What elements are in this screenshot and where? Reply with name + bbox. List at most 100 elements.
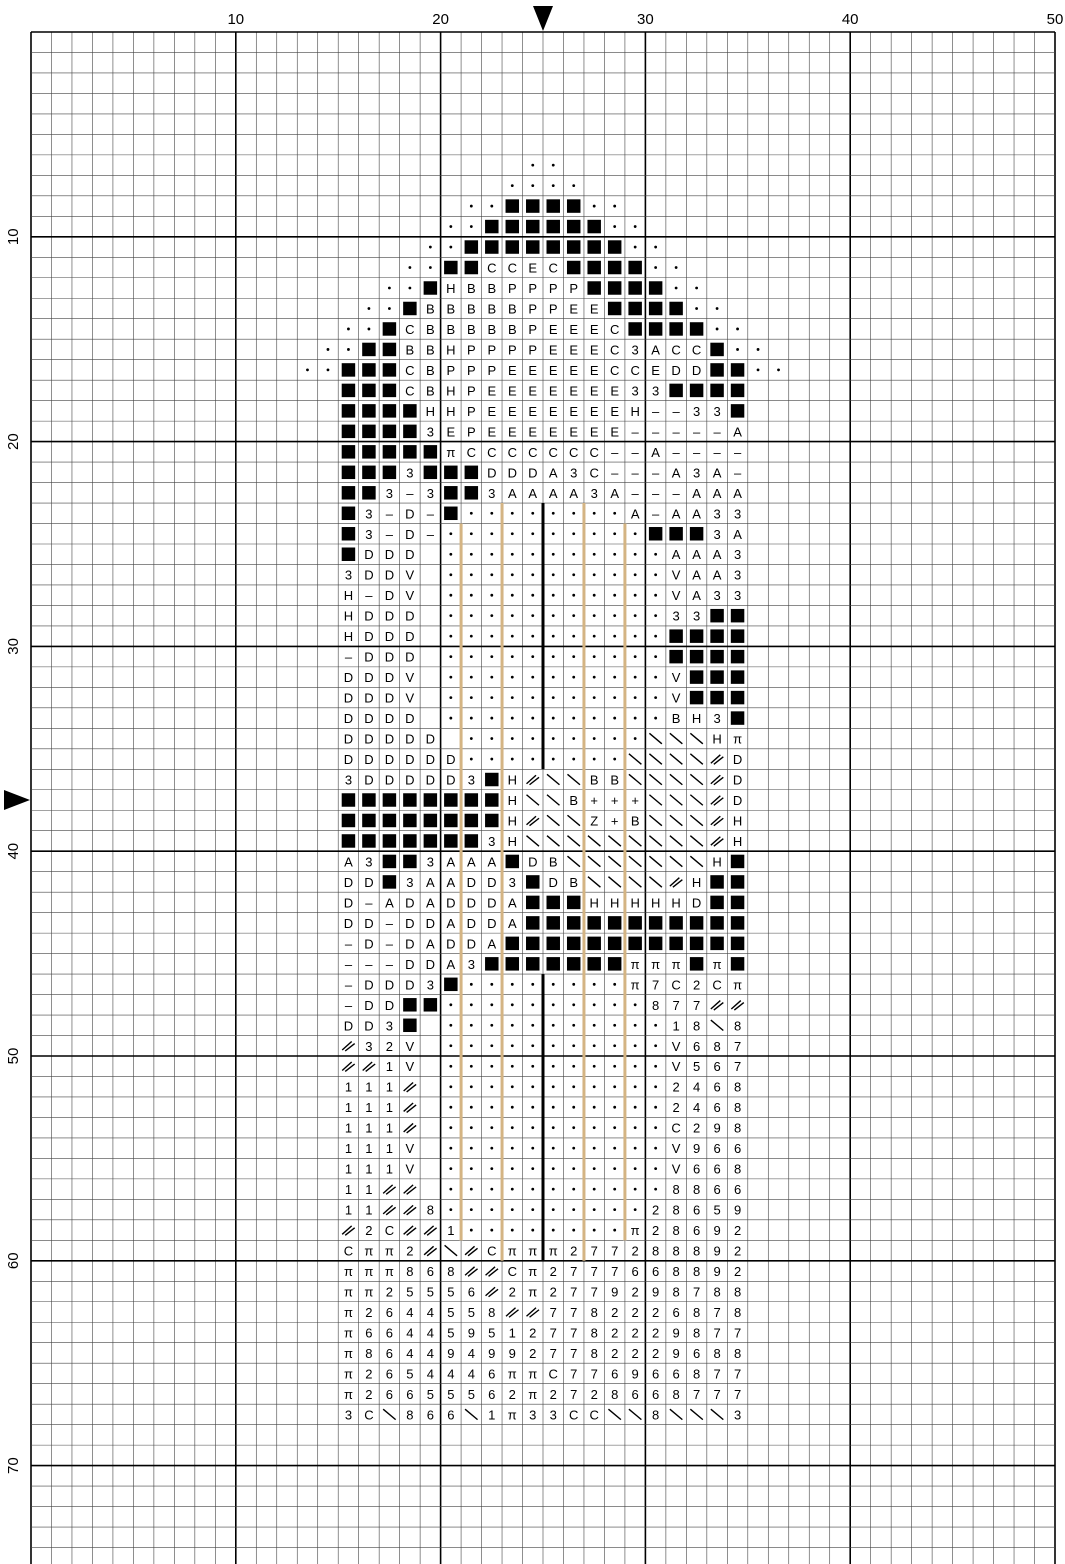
stitch-dot xyxy=(531,1167,534,1170)
stitch-symbol: E xyxy=(569,363,578,378)
stitch-symbol: V xyxy=(672,1141,681,1156)
stitch-symbol: – xyxy=(673,486,681,501)
stitch-symbol: A xyxy=(733,424,742,439)
stitch-dot xyxy=(490,737,493,740)
stitch-symbol: D xyxy=(405,752,414,767)
stitch-symbol: π xyxy=(364,1244,373,1259)
stitch-symbol: 3 xyxy=(529,1407,536,1422)
stitch-dot xyxy=(654,1065,657,1068)
stitch-symbol: – xyxy=(652,424,660,439)
stitch-symbol: 9 xyxy=(632,1366,639,1381)
stitch-symbol: 6 xyxy=(652,1366,659,1381)
stitch-symbol: H xyxy=(344,629,353,644)
stitch-dot xyxy=(552,614,555,617)
stitch-symbol: E xyxy=(651,363,660,378)
stitch-symbol: D xyxy=(385,773,394,788)
stitch-symbol: C xyxy=(692,342,701,357)
stitch-dot xyxy=(552,717,555,720)
stitch-symbol: 4 xyxy=(406,1346,413,1361)
stitch-fill xyxy=(731,855,744,868)
stitch-symbol: A xyxy=(549,465,558,480)
stitch-symbol: C xyxy=(364,1407,373,1422)
stitch-symbol: 2 xyxy=(734,1264,741,1279)
stitch-symbol: 3 xyxy=(365,854,372,869)
stitch-symbol: Z xyxy=(590,813,598,828)
stitch-symbol: 7 xyxy=(734,1325,741,1340)
stitch-double-slash xyxy=(734,1003,743,1010)
stitch-symbol: 6 xyxy=(713,1141,720,1156)
stitch-backslash xyxy=(670,856,682,866)
stitch-symbol: 6 xyxy=(386,1346,393,1361)
stitch-symbol: D xyxy=(487,916,496,931)
stitch-dot xyxy=(613,553,616,556)
stitch-dot xyxy=(490,717,493,720)
stitch-symbol: 7 xyxy=(611,1264,618,1279)
stitch-dot xyxy=(531,1106,534,1109)
stitch-fill xyxy=(587,220,600,233)
stitch-symbol: π xyxy=(651,957,660,972)
stitch-symbol: 1 xyxy=(345,1141,352,1156)
stitch-fill xyxy=(424,281,437,294)
stitch-symbol: B xyxy=(610,773,619,788)
stitch-symbol: A xyxy=(733,527,742,542)
stitch-symbol: C xyxy=(385,1223,394,1238)
stitch-symbol: π xyxy=(508,1244,517,1259)
row-label: 70 xyxy=(5,1457,22,1474)
stitch-dot xyxy=(490,1106,493,1109)
stitch-backslash xyxy=(527,795,539,805)
stitch-symbol: 1 xyxy=(345,1182,352,1197)
stitch-symbol: 2 xyxy=(550,1264,557,1279)
stitch-symbol: 7 xyxy=(591,1285,598,1300)
stitch-dot xyxy=(552,1208,555,1211)
stitch-backslash xyxy=(649,815,661,825)
stitch-symbol: 8 xyxy=(488,1305,495,1320)
stitch-symbol: P xyxy=(508,281,517,296)
stitch-symbol: 5 xyxy=(406,1285,413,1300)
stitch-symbol: 8 xyxy=(673,1264,680,1279)
stitch-symbol: – xyxy=(345,650,353,665)
stitch-dot xyxy=(593,1065,596,1068)
stitch-symbol: D xyxy=(405,977,414,992)
stitch-symbol: 8 xyxy=(713,1346,720,1361)
stitch-dot xyxy=(511,1126,514,1129)
stitch-symbol: 1 xyxy=(365,1203,372,1218)
stitch-fill xyxy=(465,486,478,499)
stitch-fill xyxy=(526,199,539,212)
stitch-symbol: π xyxy=(733,977,742,992)
stitch-symbol: 5 xyxy=(713,1203,720,1218)
stitch-dot xyxy=(593,594,596,597)
stitch-backslash xyxy=(588,856,600,866)
stitch-symbol: D xyxy=(405,506,414,521)
stitch-dot xyxy=(552,573,555,576)
stitch-dot xyxy=(613,696,616,699)
stitch-dot xyxy=(552,1229,555,1232)
stitch-fill xyxy=(424,466,437,479)
stitch-fill xyxy=(506,855,519,868)
stitch-symbol: 7 xyxy=(713,1366,720,1381)
stitch-symbol: – xyxy=(365,895,373,910)
stitch-symbol: E xyxy=(549,424,558,439)
stitch-symbol: 6 xyxy=(713,1059,720,1074)
stitch-symbol: P xyxy=(549,301,558,316)
stitch-dot xyxy=(654,717,657,720)
stitch-fill xyxy=(649,302,662,315)
stitch-dot xyxy=(511,1229,514,1232)
stitch-dot xyxy=(449,246,452,249)
stitch-backslash xyxy=(567,815,579,825)
stitch-dot xyxy=(736,328,739,331)
stitch-double-slash xyxy=(407,1207,416,1214)
stitch-dot xyxy=(470,1167,473,1170)
stitch-dot xyxy=(490,1167,493,1170)
stitch-dot xyxy=(552,512,555,515)
stitch-symbol: A xyxy=(672,465,681,480)
stitch-fill xyxy=(383,855,396,868)
stitch-symbol: π xyxy=(344,1305,353,1320)
stitch-dot xyxy=(634,532,637,535)
stitch-symbol: 2 xyxy=(365,1223,372,1238)
stitch-dot xyxy=(470,1044,473,1047)
stitch-symbol: E xyxy=(508,424,517,439)
stitch-dot xyxy=(490,532,493,535)
stitch-symbol: 9 xyxy=(693,1141,700,1156)
stitch-symbol: H xyxy=(590,895,599,910)
stitch-symbol: 4 xyxy=(427,1305,434,1320)
